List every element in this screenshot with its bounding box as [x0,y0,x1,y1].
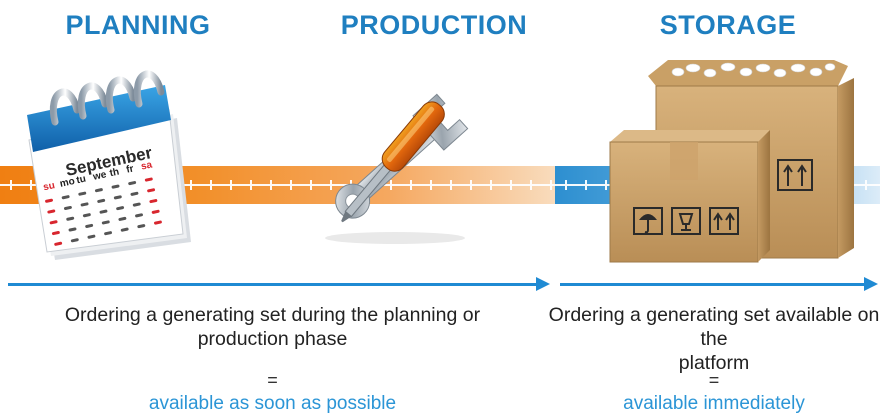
calendar-day-mark [149,199,158,204]
calendar-day-mark [147,188,156,193]
timeline-tick [190,180,192,190]
calendar-day-mark [135,213,143,218]
calendar-day-mark [97,198,106,203]
calendar-day-mark [82,213,91,218]
stage-title-production: PRODUCTION [340,10,528,40]
timeline-tick [470,180,472,190]
calendar-day-mark [68,227,77,232]
caption-left-line1: Ordering a generating set during the pla… [64,304,481,326]
stage-title-planning: PLANNING [65,10,211,40]
calendar-day-mark [137,224,146,229]
calendar-day-mark [111,184,120,189]
weekday-th: th [109,167,121,180]
calendar-day-mark [70,238,79,243]
calendar-day-mark [61,195,70,200]
timeline-tick [210,180,212,190]
calendar-day-mark [51,231,60,236]
calendar-day-mark [85,223,94,228]
calendar-day-mark [116,206,125,211]
storage-boxes-icon [609,60,854,263]
timeline-tick [390,180,392,190]
calendar-day-mark [99,209,108,214]
result-right: available immediately [623,393,805,414]
calendar-day-mark [154,220,162,225]
calendar-day-mark [87,234,96,239]
timeline-tick [410,180,412,190]
timeline-tick [510,180,512,190]
calendar-day-mark [118,216,127,221]
arrow-left [8,277,550,291]
caption-left-line2: production phase [197,328,348,350]
calendar-day-mark [45,198,53,203]
timeline-tick [270,180,272,190]
calendar-day-mark [94,188,103,193]
calendar-day-mark [128,181,137,186]
timeline-tick [230,180,232,190]
calendar-day-mark [63,205,72,211]
caption-right-line2: platform [678,352,750,374]
calendar-day-mark [80,202,89,207]
tools-icon [325,93,469,244]
timeline-tick [865,180,867,190]
weekday-mo: mo [59,176,76,190]
calendar-day-mark [144,177,153,182]
calendar-day-grid [45,177,162,246]
calendar-day-mark [78,191,87,196]
weekday-fr: fr [125,163,134,175]
calendar-day-mark [66,216,75,221]
timeline-tick [530,180,532,190]
timeline-tick [310,180,312,190]
calendar-day-mark [49,220,58,225]
timeline-tick [490,180,492,190]
timeline-tick [290,180,292,190]
result-left: available as soon as possible [148,393,397,414]
calendar-day-mark [151,209,160,214]
calendar-day-mark [54,241,63,246]
calendar-day-mark [130,191,139,196]
calendar-day-mark [113,195,122,200]
caption-right-line1: Ordering a generating set available on t… [548,304,880,350]
calendar-day-mark [104,231,113,236]
calendar-day-mark [120,227,129,232]
timeline-tick [585,180,587,190]
weekday-tu: tu [75,174,87,187]
timeline-tick [330,180,332,190]
timeline-tick [430,180,432,190]
equals-left: = [267,370,278,390]
calendar-day-mark [101,220,110,225]
calendar-day-mark [132,202,141,207]
calendar-icon: September su mo tu we th fr sa [27,70,191,260]
weekday-sa: sa [140,159,154,172]
caption-left: Ordering a generating set during the pla… [0,303,545,351]
weekday-we: we [91,169,108,183]
stage-title-storage: STORAGE [659,10,797,40]
timeline-tick [605,180,607,190]
calendar-day-mark [47,209,56,214]
timeline-tick [450,180,452,190]
arrow-right [560,277,878,291]
timeline-tick [250,180,252,190]
timeline-tick [550,180,552,190]
timeline-tick [565,180,567,190]
timeline-tick [10,180,12,190]
caption-right: Ordering a generating set available on t… [548,303,880,375]
equals-right: = [708,370,720,390]
timeline-tick [30,180,32,190]
weekday-su: su [42,180,56,193]
